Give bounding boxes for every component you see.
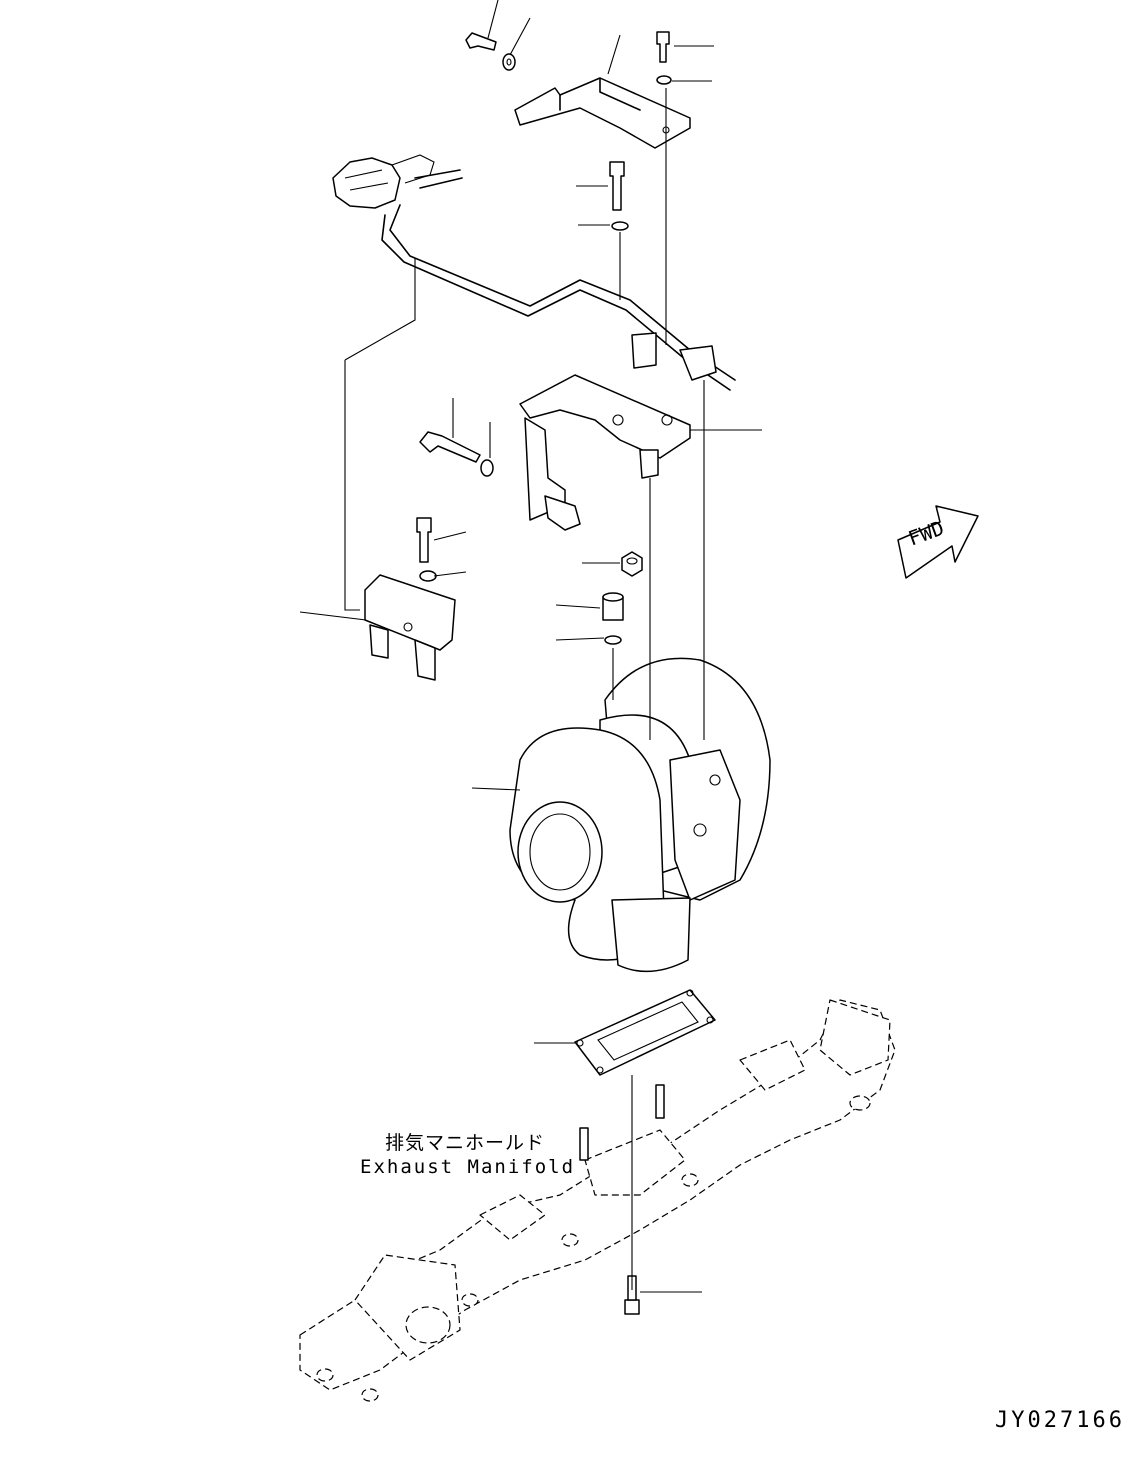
alignment-lines <box>344 88 705 1290</box>
exhaust-manifold-label-en: Exhaust Manifold <box>360 1156 576 1178</box>
turbocharger <box>509 657 771 973</box>
washer-top-left <box>502 53 516 71</box>
gasket <box>574 989 716 1076</box>
leader-lines <box>299 0 762 1293</box>
bolt-top-right <box>656 31 670 63</box>
sensor-mount-bracket <box>364 574 456 681</box>
heat-shield-bracket <box>514 77 691 149</box>
washer-mid <box>611 221 629 231</box>
sensor-tube-assembly <box>332 154 736 391</box>
washer-top-right <box>656 75 672 85</box>
fwd-arrow-icon <box>897 505 979 579</box>
drawing-number: JY027166 <box>995 1408 1125 1433</box>
exhaust-manifold-label-jp: 排気マニホールド <box>385 1132 546 1154</box>
o-ring <box>604 635 622 645</box>
bolt-top-left <box>465 32 497 51</box>
exhaust-manifold <box>299 999 896 1402</box>
bolt-bracket <box>419 431 481 463</box>
manifold-studs <box>579 1084 665 1161</box>
washer-left-bracket <box>419 570 437 582</box>
nut <box>621 551 643 577</box>
bolt-left-bracket <box>416 517 432 563</box>
clamp-bracket <box>519 374 691 531</box>
bolt-mid <box>609 161 625 211</box>
connector <box>602 592 624 621</box>
washer-bracket <box>480 459 494 477</box>
